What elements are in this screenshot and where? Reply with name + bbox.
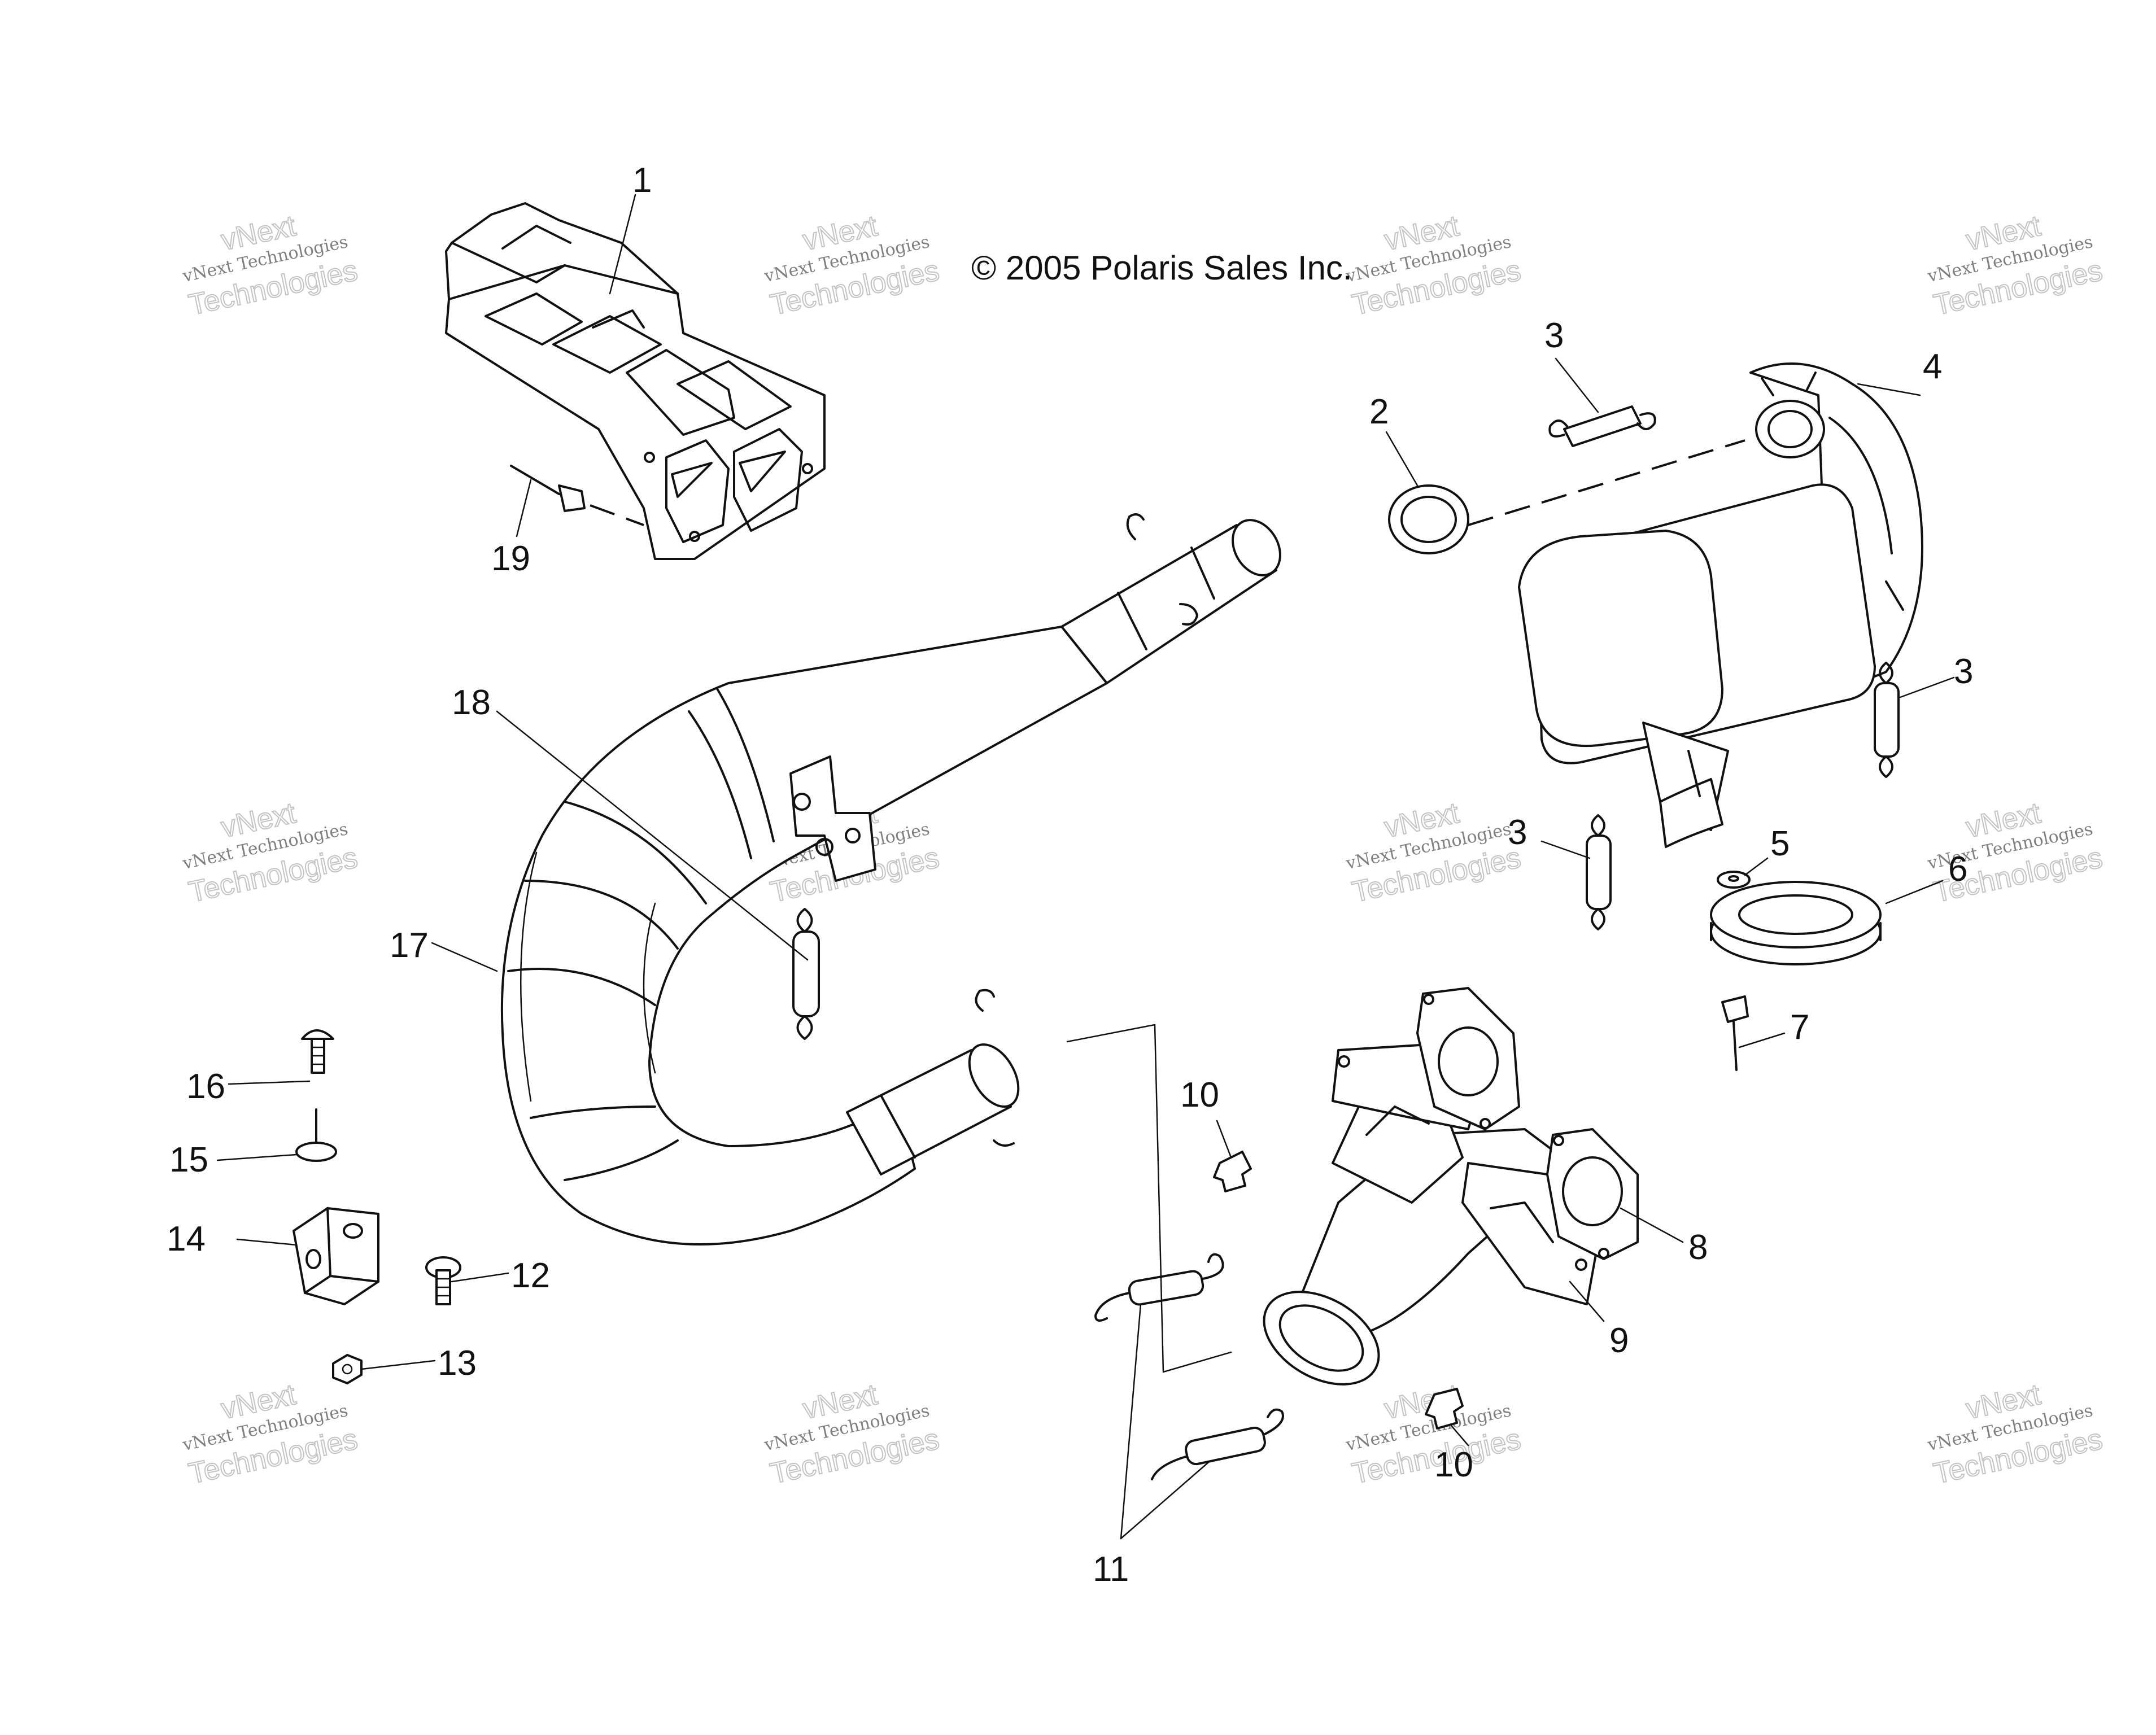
callout-4: 4 — [1923, 347, 1942, 386]
part-6-grommet — [1710, 881, 1882, 965]
callout-1: 1 — [632, 161, 652, 200]
callout-14: 14 — [167, 1220, 206, 1258]
callout-11: 11 — [1093, 1550, 1129, 1589]
callout-8: 8 — [1688, 1228, 1708, 1267]
callout-13: 13 — [438, 1344, 477, 1383]
part-10-stud-lower — [1425, 1388, 1464, 1430]
engine-reference-line — [1066, 1024, 1232, 1373]
part-3-spring-right — [1874, 662, 1900, 778]
callout-3-top: 3 — [1544, 316, 1564, 355]
part-7-rivet — [1721, 995, 1749, 1071]
alignment-line — [1468, 439, 1745, 526]
callout-6: 6 — [1948, 850, 1967, 889]
callout-15: 15 — [169, 1140, 208, 1179]
leader-lines — [216, 194, 1955, 1540]
part-13-nut — [332, 1354, 363, 1384]
callout-3-mid: 3 — [1508, 813, 1527, 852]
part-14-mount-bracket — [293, 1207, 379, 1305]
callouts: 1 2 3 4 3 3 5 6 7 8 9 10 10 11 12 13 14 … — [167, 161, 1973, 1589]
part-11-spring-lower — [1151, 1408, 1284, 1480]
part-1-exhaust-bracket — [445, 202, 826, 560]
part-10-stud-upper — [1213, 1151, 1252, 1192]
part-8-gasket-lower — [1546, 1128, 1639, 1260]
part-3-spring-mid — [1586, 814, 1612, 930]
callout-12: 12 — [511, 1256, 550, 1295]
callout-19: 19 — [491, 539, 530, 578]
part-11-spring-upper — [1094, 1253, 1224, 1322]
callout-10-upper: 10 — [1180, 1076, 1219, 1115]
part-4-silencer — [1518, 362, 1923, 848]
part-15-washer — [295, 1108, 337, 1162]
part-2-seal-ring — [1388, 484, 1469, 554]
copyright-text: © 2005 Polaris Sales Inc. — [971, 249, 1352, 287]
callout-18: 18 — [452, 683, 491, 722]
callout-17: 17 — [390, 926, 429, 965]
part-19-rivet — [510, 465, 644, 526]
part-3-spring-top — [1548, 405, 1656, 447]
callout-3-right: 3 — [1954, 652, 1973, 691]
part-17-exhaust-pipe — [500, 513, 1281, 1245]
callout-7: 7 — [1790, 1008, 1809, 1047]
part-12-bolt — [425, 1256, 461, 1305]
part-9-exhaust-manifold — [1263, 1043, 1599, 1386]
part-18-spring — [792, 908, 820, 1040]
callout-5: 5 — [1770, 824, 1790, 863]
callout-16: 16 — [186, 1067, 225, 1106]
callout-9: 9 — [1609, 1321, 1629, 1360]
part-16-bolt — [301, 1029, 334, 1074]
part-5-washer — [1717, 871, 1751, 889]
callout-10-lower: 10 — [1434, 1445, 1473, 1484]
callout-2: 2 — [1369, 392, 1389, 431]
part-8-gasket-upper — [1416, 987, 1520, 1130]
